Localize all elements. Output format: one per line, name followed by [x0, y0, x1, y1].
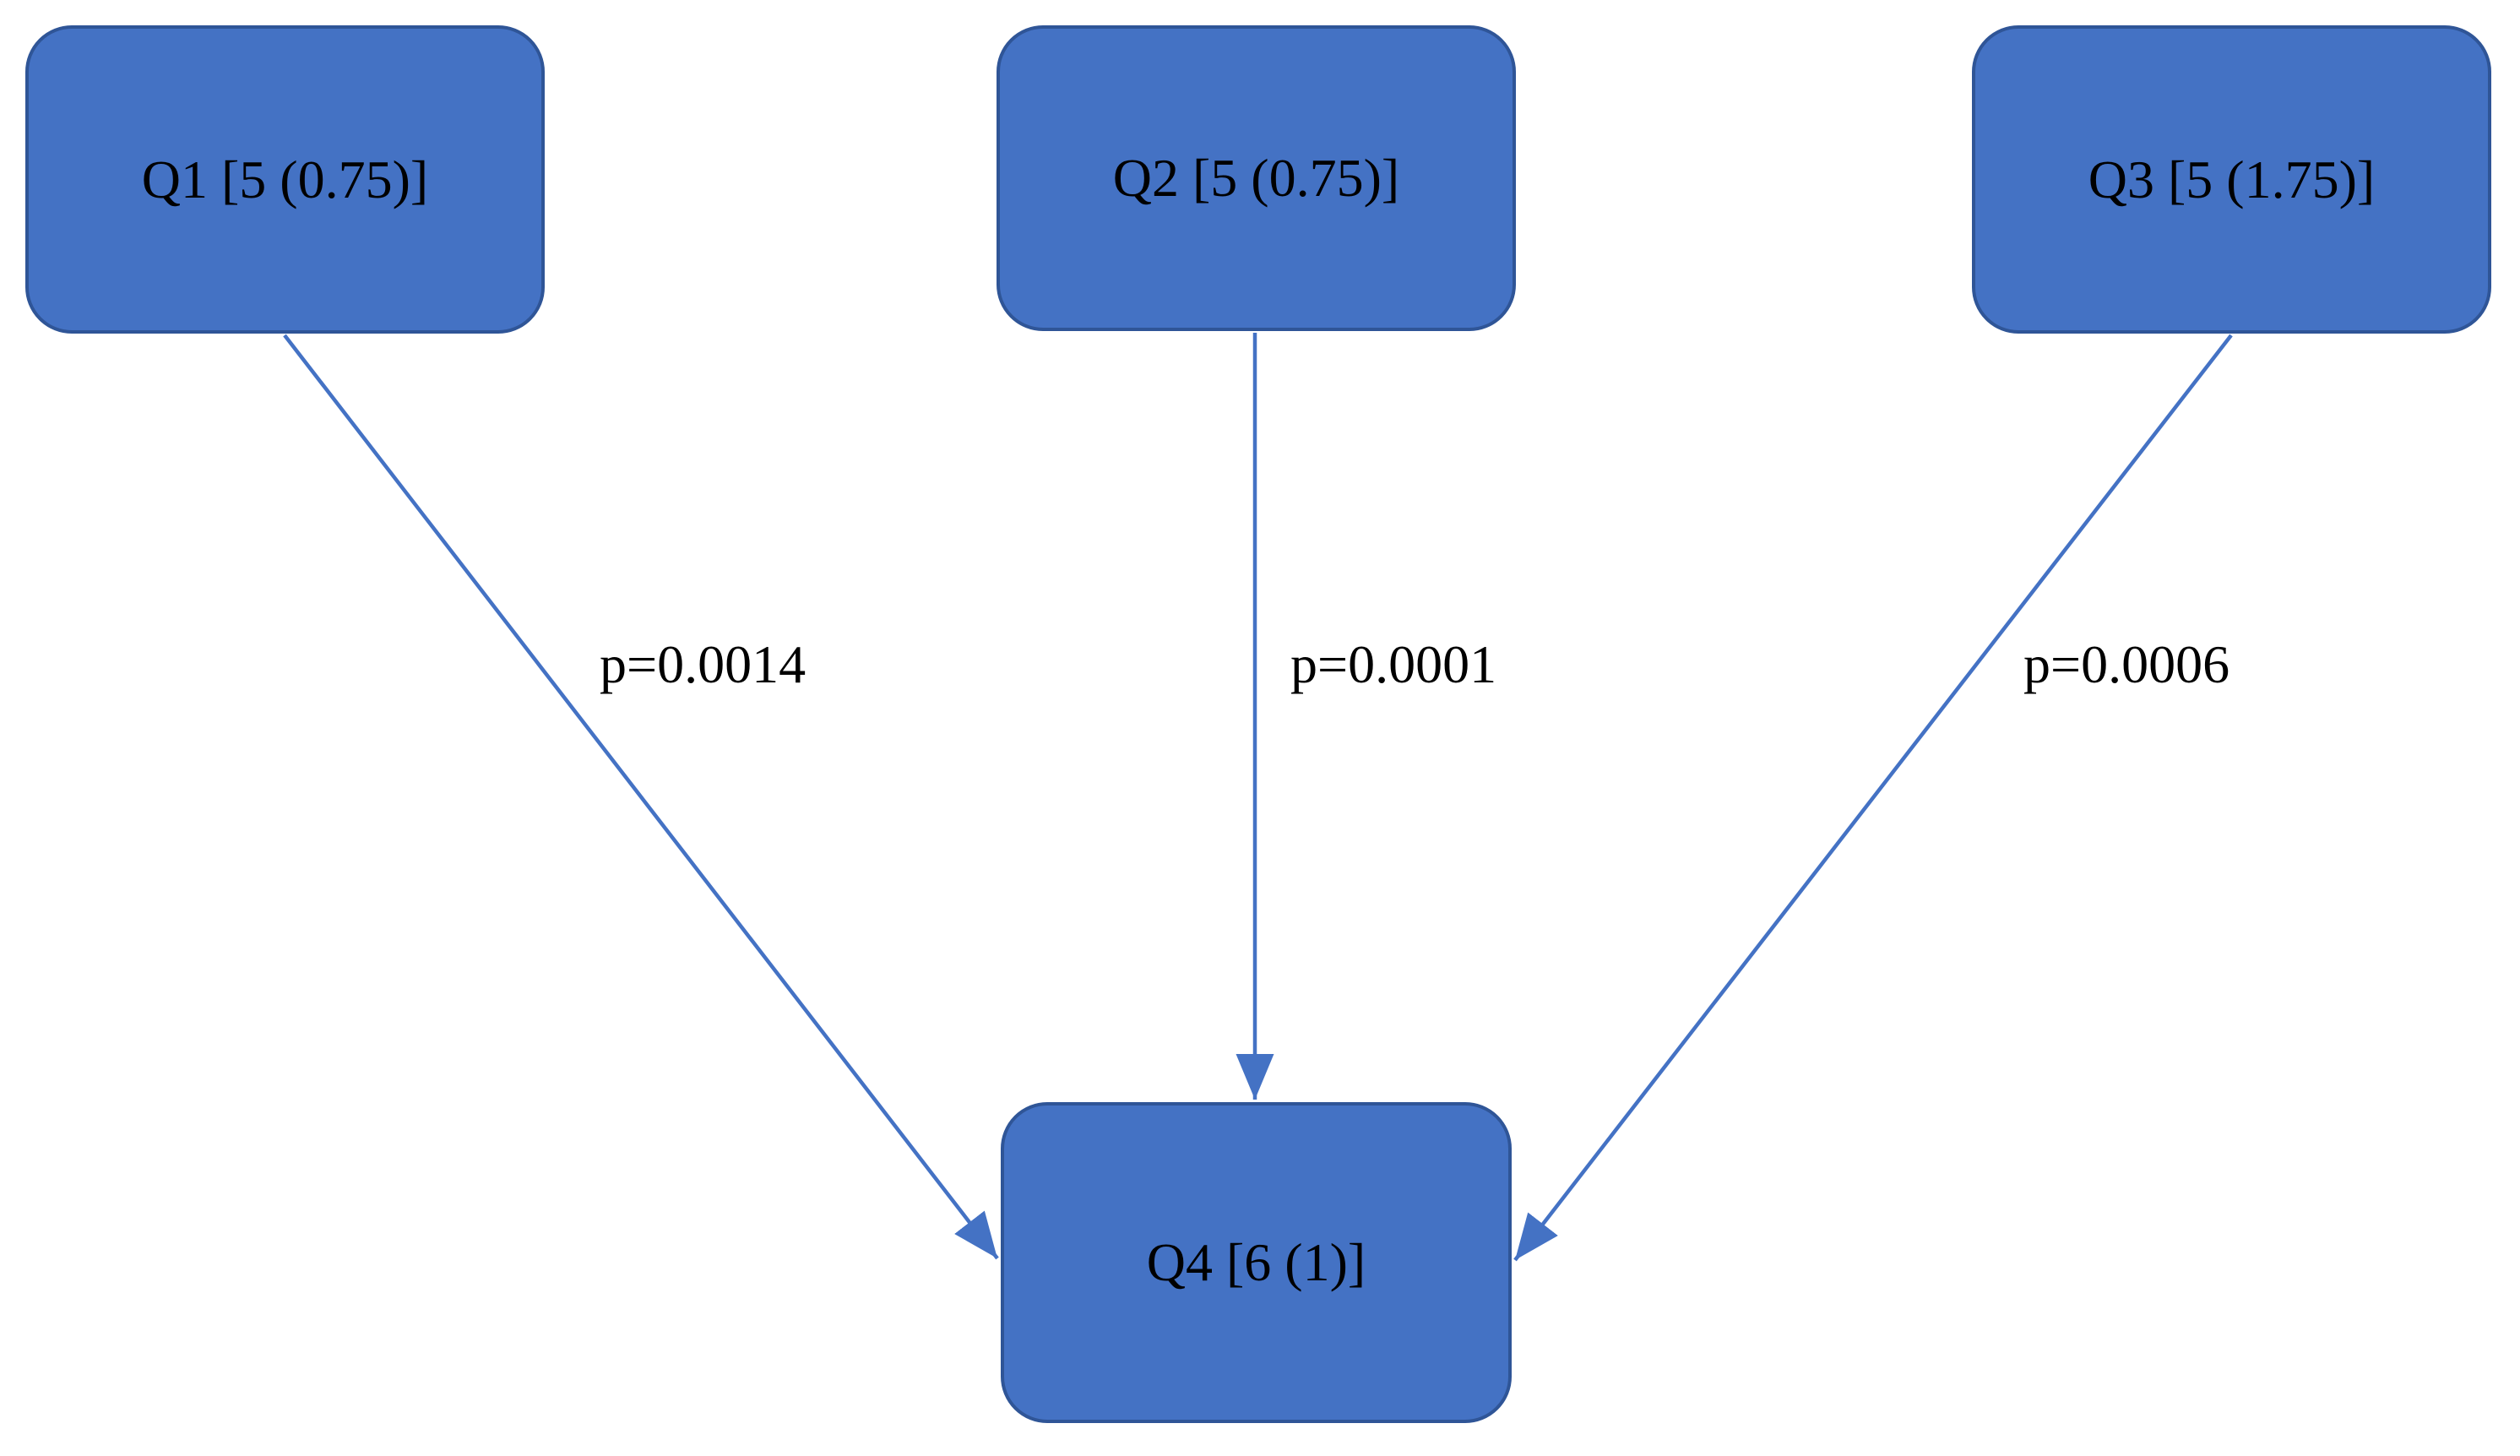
edge-label-q3-q4: p=0.0006: [2023, 634, 2230, 694]
edge-label-q1-q4: p=0.0014: [600, 634, 807, 694]
node-q4: Q4 [6 (1)]: [1001, 1102, 1512, 1423]
node-q1-label: Q1 [5 (0.75)]: [141, 149, 429, 209]
node-q2: Q2 [5 (0.75)]: [997, 25, 1516, 331]
node-q3: Q3 [5 (1.75)]: [1972, 25, 2491, 334]
node-q3-label: Q3 [5 (1.75)]: [2088, 149, 2376, 209]
node-q2-label: Q2 [5 (0.75)]: [1112, 148, 1400, 208]
node-q1: Q1 [5 (0.75)]: [25, 25, 545, 334]
edge-q1-q4: [283, 334, 999, 1260]
edge-q3-q4: [1513, 334, 2233, 1262]
node-q4-label: Q4 [6 (1)]: [1146, 1232, 1366, 1292]
edge-label-q2-q4: p=0.0001: [1290, 634, 1497, 694]
